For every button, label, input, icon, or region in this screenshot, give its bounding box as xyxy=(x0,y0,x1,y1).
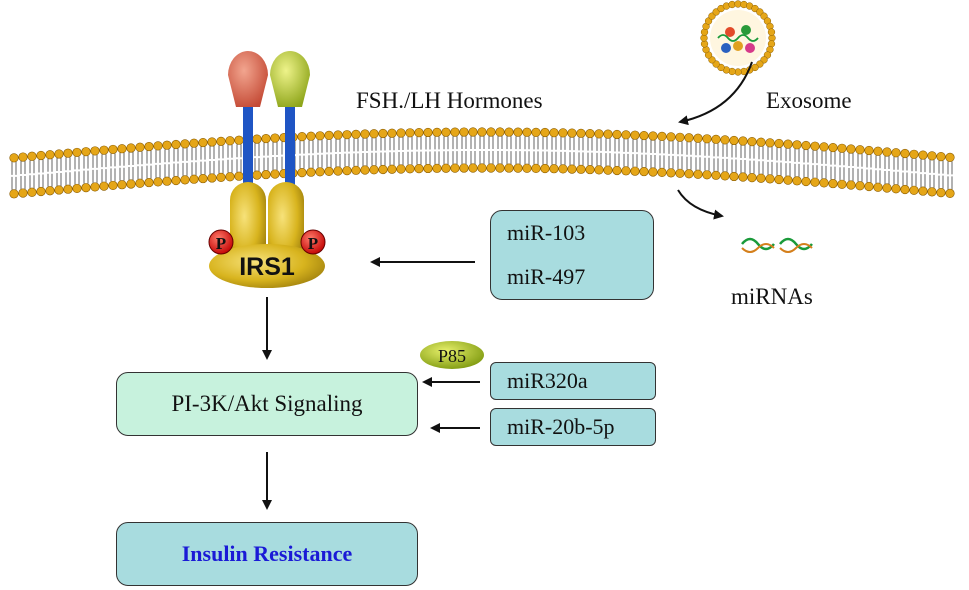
phosphate-left-label: P xyxy=(216,234,226,253)
receptor-stem-right xyxy=(285,92,295,204)
insulin-resistance-box: Insulin Resistance xyxy=(116,522,418,586)
mir20b-label: miR-20b-5p xyxy=(507,414,615,439)
phosphate-right-label: P xyxy=(308,234,318,253)
cell-membrane xyxy=(9,127,955,199)
exosome-label: Exosome xyxy=(766,88,852,113)
hormones-label: FSH./LH Hormones xyxy=(356,88,543,113)
mir497-label: miR-497 xyxy=(507,264,586,289)
irs1-protein xyxy=(209,244,325,288)
irs1-label: IRS1 xyxy=(239,253,295,281)
mir103-label: miR-103 xyxy=(507,220,586,245)
insulin-resistance-label: Insulin Resistance xyxy=(181,541,353,566)
mir-group-box: miR-103 miR-497 xyxy=(490,210,654,300)
mirna-release-arrow xyxy=(677,189,724,220)
p85-subunit-icon xyxy=(420,341,484,369)
mir320a-box: miR320a xyxy=(490,362,656,400)
mirnas-label: miRNAs xyxy=(731,284,813,309)
mirna-strands-icon xyxy=(741,237,813,253)
receptor-cap-right xyxy=(270,51,310,107)
phosphate-right-icon xyxy=(300,229,326,255)
exosome-icon xyxy=(700,0,776,76)
receptor-cap-left xyxy=(228,51,268,107)
receptor-stem-left xyxy=(243,92,253,204)
exosome-fusion-arrow xyxy=(678,61,753,126)
mir20b-box: miR-20b-5p xyxy=(490,408,656,446)
pi3k-akt-label: PI-3K/Akt Signaling xyxy=(171,391,363,416)
mir320a-label: miR320a xyxy=(507,368,588,393)
phosphate-left-icon xyxy=(208,229,234,255)
pi3k-akt-box: PI-3K/Akt Signaling xyxy=(116,372,418,436)
fsh-lh-receptor: IRS1 P P xyxy=(208,51,326,288)
p85-label: P85 xyxy=(438,346,466,366)
